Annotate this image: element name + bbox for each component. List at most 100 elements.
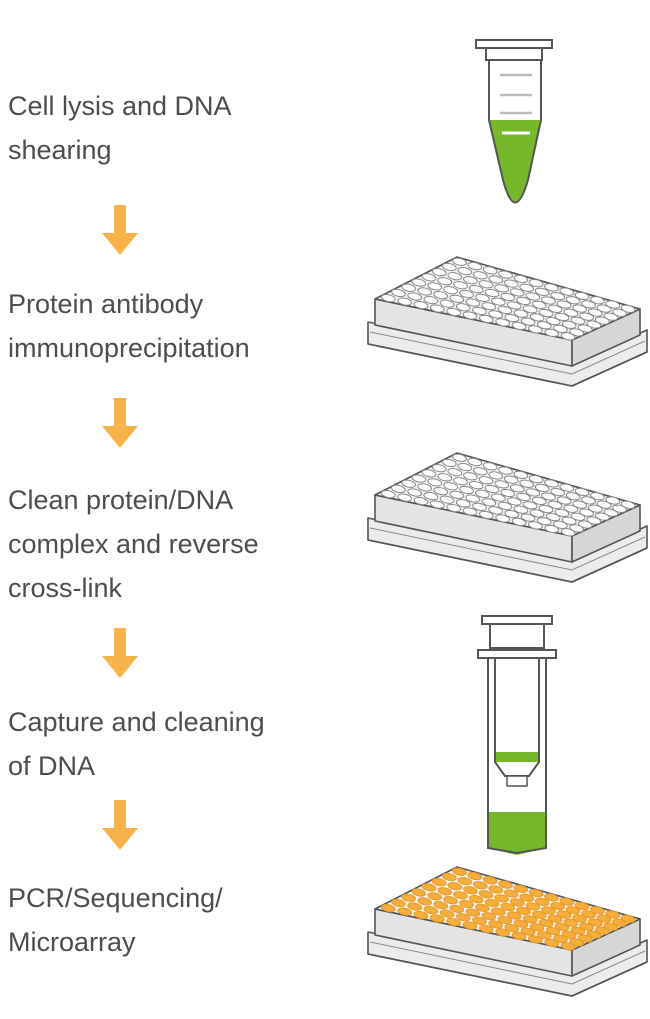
well bbox=[545, 316, 561, 326]
well bbox=[478, 890, 494, 899]
well bbox=[513, 470, 529, 479]
well bbox=[579, 312, 594, 321]
well bbox=[511, 931, 527, 941]
down-arrow-icon bbox=[102, 800, 138, 850]
microcentrifuge-tube-icon bbox=[475, 39, 553, 204]
well bbox=[490, 297, 506, 306]
well bbox=[545, 926, 561, 936]
well bbox=[465, 908, 481, 917]
well bbox=[534, 897, 550, 907]
well bbox=[511, 321, 527, 331]
well bbox=[590, 296, 605, 305]
well bbox=[472, 916, 487, 925]
well bbox=[452, 453, 467, 462]
well bbox=[513, 309, 529, 318]
well bbox=[559, 897, 575, 906]
well bbox=[463, 886, 478, 895]
well bbox=[488, 920, 504, 929]
well bbox=[581, 910, 596, 919]
well bbox=[481, 912, 497, 921]
down-arrow-icon bbox=[102, 398, 138, 448]
well bbox=[411, 474, 427, 483]
well bbox=[603, 508, 619, 517]
well bbox=[500, 488, 516, 498]
well bbox=[495, 318, 511, 327]
well bbox=[541, 492, 556, 501]
well-plate-filled-icon bbox=[367, 866, 648, 997]
well bbox=[612, 308, 627, 317]
well bbox=[433, 487, 449, 496]
well bbox=[531, 496, 547, 505]
well bbox=[488, 885, 504, 894]
well bbox=[528, 279, 544, 288]
well bbox=[516, 492, 531, 502]
well-plate-icon bbox=[367, 256, 648, 387]
well bbox=[574, 901, 590, 911]
well bbox=[577, 324, 593, 333]
well bbox=[522, 501, 538, 510]
well bbox=[407, 292, 423, 301]
well bbox=[465, 298, 481, 307]
well bbox=[587, 308, 603, 317]
tube-cap-ring bbox=[485, 47, 543, 61]
well bbox=[446, 503, 462, 513]
well bbox=[457, 266, 473, 276]
well bbox=[570, 512, 586, 521]
well bbox=[468, 285, 484, 294]
well bbox=[500, 902, 516, 912]
well bbox=[528, 475, 544, 484]
well bbox=[449, 490, 465, 499]
well bbox=[559, 287, 575, 296]
well bbox=[612, 504, 627, 513]
well bbox=[544, 283, 559, 292]
step-4-label: Capture and cleaning of DNA bbox=[8, 707, 265, 781]
well bbox=[563, 504, 579, 513]
well bbox=[459, 485, 474, 495]
well bbox=[503, 279, 519, 288]
well bbox=[475, 903, 490, 912]
well bbox=[553, 520, 568, 529]
well bbox=[494, 284, 510, 293]
well bbox=[421, 273, 437, 282]
well bbox=[427, 282, 443, 291]
well bbox=[538, 918, 554, 928]
well bbox=[563, 918, 579, 927]
well bbox=[380, 293, 396, 303]
well bbox=[538, 308, 554, 318]
well bbox=[594, 316, 610, 325]
well bbox=[484, 288, 500, 298]
well bbox=[397, 297, 413, 306]
well bbox=[520, 927, 536, 936]
well bbox=[534, 287, 550, 297]
well bbox=[498, 270, 513, 279]
well bbox=[439, 495, 455, 504]
well bbox=[560, 942, 576, 951]
well bbox=[452, 867, 467, 876]
well bbox=[536, 321, 552, 330]
column-liquid bbox=[495, 752, 539, 762]
well bbox=[407, 488, 423, 497]
well bbox=[495, 928, 511, 937]
well bbox=[506, 301, 522, 310]
well bbox=[427, 892, 443, 901]
well bbox=[401, 893, 417, 902]
well bbox=[620, 914, 636, 923]
well bbox=[620, 500, 636, 509]
well bbox=[603, 922, 619, 931]
well bbox=[421, 883, 437, 892]
well bbox=[544, 479, 559, 488]
well bbox=[447, 272, 463, 281]
well bbox=[423, 491, 439, 501]
well bbox=[468, 481, 484, 490]
well bbox=[506, 497, 522, 506]
well bbox=[519, 283, 535, 292]
well bbox=[455, 303, 471, 312]
well bbox=[495, 514, 511, 523]
well bbox=[544, 938, 560, 947]
tube-body bbox=[487, 658, 547, 855]
tube-liquid bbox=[488, 812, 546, 855]
well bbox=[565, 296, 581, 305]
well bbox=[529, 509, 545, 518]
well bbox=[587, 504, 603, 513]
well bbox=[462, 311, 478, 320]
